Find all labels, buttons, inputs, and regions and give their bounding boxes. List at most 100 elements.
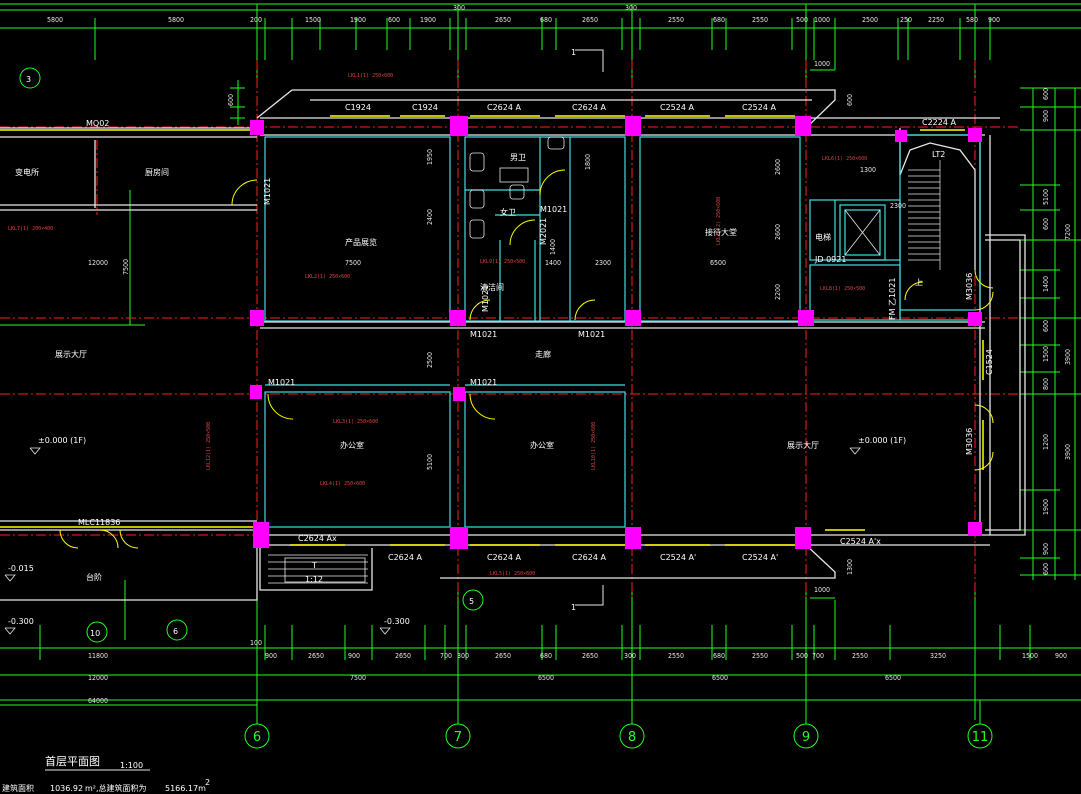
beam-note-9: LKL9(1) 250×500 <box>480 259 525 265</box>
dim-in-6: 1400 <box>549 239 557 255</box>
dim-in-7: 2600 <box>774 159 782 175</box>
beam-note-2: LKL2(1) 250×600 <box>305 274 350 280</box>
dim-r-12: 1200 <box>1042 434 1050 450</box>
dim-bot-25: 6500 <box>885 674 901 682</box>
door-label-7: M2021 <box>539 218 548 245</box>
dim-l-1: 600 <box>227 94 235 106</box>
beam-note-7: LKL7(1) 200×400 <box>8 226 53 232</box>
dim-top-3: 200 <box>250 16 262 24</box>
dim-bot-17: 2550 <box>852 652 868 660</box>
dim-r-13: 1900 <box>1042 499 1050 515</box>
dim-bot-27: 64000 <box>88 697 108 705</box>
dim-bot-7: 300 <box>457 652 469 660</box>
dim-bot-8: 2650 <box>495 652 511 660</box>
dim-top-10: 680 <box>540 16 552 24</box>
dim-bot-13: 680 <box>713 652 725 660</box>
dim-bot-5: 2650 <box>395 652 411 660</box>
toilet-fixtures <box>284 136 565 583</box>
door-label-1: M1021 <box>263 178 272 205</box>
door-label-3: M1021 <box>578 330 605 339</box>
room-label-10: 电梯 <box>815 232 831 242</box>
room-label-8: 办公室 <box>530 440 554 450</box>
dim-r-4: 7200 <box>1064 224 1072 240</box>
dim-in-4: 5100 <box>426 454 434 470</box>
dim-r-15: 600 <box>1042 563 1050 575</box>
dim-top-16: 500 <box>796 16 808 24</box>
total-area-value: 5166.17m <box>165 784 206 793</box>
door-label-10: M3036 <box>965 428 974 455</box>
curtain-wall-label: MQ02 <box>86 119 109 128</box>
dim-bot-6: 700 <box>440 652 452 660</box>
beam-note-4: LKL4(1) 250×600 <box>320 481 365 487</box>
axis-label-7: 7 <box>454 730 462 745</box>
dim-top-17: 1000 <box>814 16 830 24</box>
dim-top-9: 2650 <box>495 16 511 24</box>
window-strips <box>0 115 984 546</box>
dim-top-14: 680 <box>713 16 725 24</box>
window-label-14: C2524 A'x <box>840 537 881 546</box>
dim-top-12: 300 <box>625 4 637 12</box>
detail-marker-4: 10 <box>90 629 100 638</box>
dim-r-14: 900 <box>1042 543 1050 555</box>
beam-note-8: LKL8(1) 250×500 <box>820 286 865 292</box>
dim-in-12: 2300 <box>595 259 611 267</box>
dim-bot-22: 7500 <box>350 674 366 682</box>
room-label-13: 台阶 <box>86 572 102 582</box>
dim-r-10: 3900 <box>1064 349 1072 365</box>
dim-bot-4: 900 <box>348 652 360 660</box>
door-label-6: M1021 <box>540 205 567 214</box>
dim-bot-9: 680 <box>540 652 552 660</box>
door-swings <box>59 169 994 549</box>
dim-in-15: 2300 <box>890 202 906 210</box>
detail-marker-3: 6 <box>173 627 178 636</box>
axis-label-9: 9 <box>802 730 810 745</box>
dim-top-4: 1500 <box>305 16 321 24</box>
level-label-2: ±0.000 (1F) <box>858 436 906 445</box>
dim-in-17: 12000 <box>88 259 108 267</box>
window-label-9: C2624 A <box>388 553 422 562</box>
section-mark-bottom: 1 <box>571 603 576 612</box>
ramp-marker: T <box>311 561 317 570</box>
window-label-12: C2524 A' <box>660 553 696 562</box>
beam-note-6: LKL6(1) 250×600 <box>822 156 867 162</box>
beam-note-1: LKL1(1) 250×600 <box>348 73 393 79</box>
room-label-7: 展示大厅 <box>55 349 87 359</box>
dim-bot-18: 3250 <box>930 652 946 660</box>
dim-bot-3: 2650 <box>308 652 324 660</box>
axis-label-6: 6 <box>253 730 261 745</box>
dim-in-3: 2500 <box>426 352 434 368</box>
dim-r-9: 800 <box>1042 378 1050 390</box>
total-area-superscript: 2 <box>205 778 210 787</box>
dim-l-3: 1300 <box>846 559 854 575</box>
room-label-15: 变电所 <box>15 167 39 177</box>
room-label-16: 厨房间 <box>145 167 169 177</box>
room-label-5: 办公室 <box>340 440 364 450</box>
room-label-4: 清洁间 <box>480 282 504 292</box>
window-label-10: C2624 A <box>487 553 521 562</box>
door-label-12: JD 0921 <box>814 255 846 264</box>
dim-top-20: 2250 <box>928 16 944 24</box>
window-label-5: C2524 A <box>660 103 694 112</box>
dim-bot-26: 12000 <box>88 674 108 682</box>
area-label: 建筑面积 <box>2 783 34 793</box>
room-label-3: 女卫 <box>500 207 516 217</box>
curtain-door-label: MLC11836 <box>78 518 120 527</box>
room-label-1: 产品展览 <box>345 237 377 247</box>
dim-in-16: 1300 <box>860 166 876 174</box>
section-mark-top: 1 <box>571 48 576 57</box>
dim-top-1: 5800 <box>47 16 63 24</box>
axis-bubbles <box>19 67 993 749</box>
dim-top-22: 900 <box>988 16 1000 24</box>
dim-top-2: 5800 <box>168 16 184 24</box>
dim-bot-14: 2550 <box>752 652 768 660</box>
dim-bot-2: 900 <box>265 652 277 660</box>
dim-in-8: 2600 <box>774 224 782 240</box>
dim-top-19: 250 <box>900 16 912 24</box>
dim-bot-21: 11800 <box>88 652 108 660</box>
dim-r-2: 900 <box>1042 110 1050 122</box>
area-value: 1036.92 <box>50 784 83 793</box>
dim-bot-sub: 1000 <box>814 586 830 594</box>
dim-r-11: 3900 <box>1064 444 1072 460</box>
dim-bot-10: 2650 <box>582 652 598 660</box>
